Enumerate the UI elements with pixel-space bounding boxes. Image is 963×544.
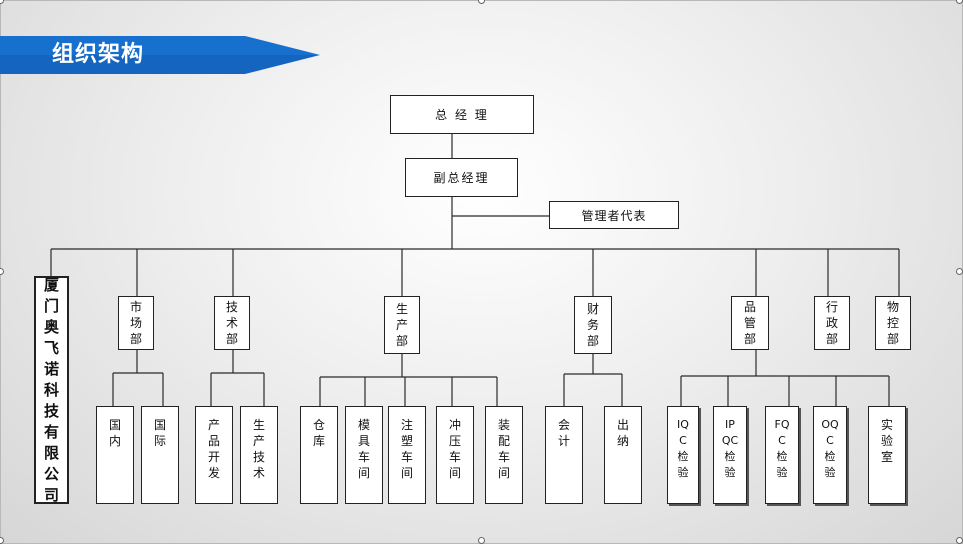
node-fqc[interactable]: FQ C 检 验 (765, 406, 799, 504)
resize-handle-bottom[interactable] (478, 537, 485, 544)
node-quality[interactable]: 品 管 部 (731, 296, 769, 350)
node-injection-shop[interactable]: 注 塑 车 间 (388, 406, 426, 504)
node-finance[interactable]: 财 务 部 (574, 296, 612, 354)
node-logistics[interactable]: 物 控 部 (875, 296, 911, 350)
node-oqc[interactable]: OQ C 检 验 (813, 406, 847, 504)
node-deputy-gm[interactable]: 副总经理 (405, 158, 518, 197)
node-production-tech[interactable]: 生 产 技 术 (240, 406, 278, 504)
resize-handle-top[interactable] (478, 0, 485, 4)
node-technical[interactable]: 技 术 部 (214, 296, 250, 350)
node-admin[interactable]: 行 政 部 (814, 296, 850, 350)
resize-handle-bottom-right[interactable] (956, 537, 963, 544)
resize-handle-top-left[interactable] (0, 0, 4, 4)
node-stamping-shop[interactable]: 冲 压 车 间 (436, 406, 474, 504)
node-production[interactable]: 生 产 部 (384, 296, 420, 354)
node-product-dev[interactable]: 产 品 开 发 (195, 406, 233, 504)
resize-handle-right[interactable] (956, 268, 963, 275)
node-company[interactable]: 厦 门 奥 飞 诺 科 技 有 限 公 司 (34, 276, 69, 504)
node-accounting[interactable]: 会 计 (545, 406, 583, 504)
page-title: 组织架构 (52, 42, 145, 67)
node-cashier[interactable]: 出 纳 (604, 406, 642, 504)
title-banner (0, 36, 320, 74)
node-lab[interactable]: 实 验 室 (868, 406, 906, 504)
node-assembly-shop[interactable]: 装 配 车 间 (485, 406, 523, 504)
resize-handle-left[interactable] (0, 268, 4, 275)
node-international[interactable]: 国 际 (141, 406, 179, 504)
node-ipqc[interactable]: IP QC 检 验 (713, 406, 747, 504)
node-domestic[interactable]: 国 内 (96, 406, 134, 504)
node-iqc[interactable]: IQ C 检 验 (667, 406, 699, 504)
node-warehouse[interactable]: 仓 库 (300, 406, 338, 504)
node-mold-shop[interactable]: 模 具 车 间 (345, 406, 383, 504)
node-marketing[interactable]: 市 场 部 (118, 296, 154, 350)
node-general-manager[interactable]: 总 经 理 (390, 95, 534, 134)
node-management-rep[interactable]: 管理者代表 (549, 201, 679, 229)
